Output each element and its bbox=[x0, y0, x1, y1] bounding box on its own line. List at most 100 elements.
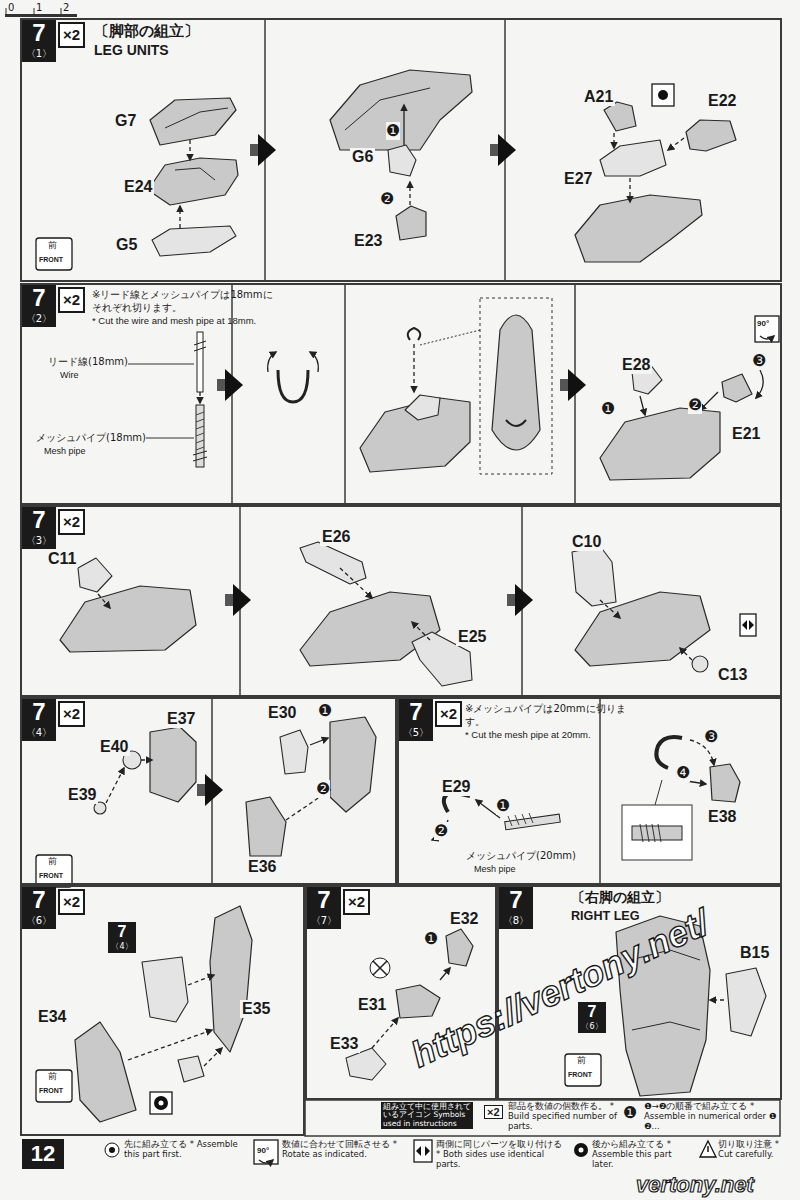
order-number: ❷ bbox=[316, 780, 330, 798]
step-number: 7 bbox=[22, 20, 56, 46]
quantity-icon: ×2 bbox=[484, 1105, 503, 1119]
part-label: E21 bbox=[730, 425, 762, 443]
legend-text: ❶→❷の順番で組み立てる * Assemble in numerical ord… bbox=[644, 1102, 778, 1131]
order-number: ❷ bbox=[434, 822, 448, 840]
step-title: 〔右脚の組立〕 bbox=[571, 890, 800, 906]
step-title-en: LEG UNITS bbox=[94, 42, 324, 58]
part-label: C10 bbox=[570, 533, 603, 551]
part-label: E27 bbox=[562, 170, 594, 188]
legend-text: 先に組み立てる * Assemble this part first. bbox=[124, 1140, 246, 1160]
page-number: 12 bbox=[22, 1139, 64, 1169]
order-number: ❸ bbox=[752, 352, 766, 370]
order-number: ❷ bbox=[688, 396, 702, 414]
part-label: E39 bbox=[66, 786, 98, 804]
part-label: E32 bbox=[448, 910, 480, 928]
substep-number: 〈7〉 bbox=[307, 913, 341, 929]
part-label: E34 bbox=[36, 1008, 68, 1026]
part-label: C13 bbox=[716, 666, 749, 684]
order-number: ❸ bbox=[704, 728, 718, 746]
subassembly-substep: 〈6〉 bbox=[578, 1021, 606, 1033]
cut-note-en: * Cut the mesh pipe at 20mm. bbox=[465, 729, 635, 741]
front-icon-label: FRONT bbox=[39, 256, 63, 263]
part-label: E35 bbox=[240, 1000, 272, 1018]
dimension-label: メッシュパイプ(20mm) bbox=[466, 850, 576, 861]
quantity-icon: ×2 bbox=[435, 701, 462, 727]
part-label: E33 bbox=[328, 1035, 360, 1053]
order-number: ❶ bbox=[601, 400, 615, 418]
part-label: G5 bbox=[114, 236, 139, 254]
part-label: E30 bbox=[266, 704, 298, 722]
legend-text: 後から組み立てる * Assemble this part later. bbox=[592, 1140, 686, 1169]
substep-number: 〈5〉 bbox=[399, 725, 433, 741]
part-label: E28 bbox=[620, 356, 652, 374]
part-label: E22 bbox=[706, 92, 738, 110]
legend-text: 数値に合わせて回転させる * Rotate as indicated. bbox=[282, 1140, 406, 1160]
step-number: 7 bbox=[22, 507, 56, 533]
legend-text: 両側に同じパーツを取り付ける * Both sides use identica… bbox=[436, 1140, 564, 1169]
order-number: ❶ bbox=[424, 930, 438, 948]
cut-note: ※メッシュパイプは20mmに切ります。 bbox=[465, 703, 635, 728]
step-number: 7 bbox=[22, 699, 56, 725]
quantity-icon: ×2 bbox=[58, 889, 85, 915]
part-label: E24 bbox=[122, 178, 154, 196]
subassembly-step: 7 bbox=[578, 1002, 606, 1021]
part-label: E37 bbox=[165, 710, 197, 728]
step-number: 7 bbox=[307, 887, 341, 913]
front-icon-label: 前 bbox=[48, 241, 57, 251]
part-label: E26 bbox=[320, 528, 352, 546]
substep-number: 〈6〉 bbox=[22, 913, 56, 929]
front-icon-label: FRONT bbox=[568, 1071, 592, 1078]
legend-text: 切り取り注意 * Cut carefully. bbox=[718, 1140, 780, 1160]
step-title: 〔脚部の組立〕 bbox=[94, 23, 324, 40]
cut-note-en: * Cut the wire and mesh pipe at 18mm. bbox=[92, 315, 274, 327]
rotate-angle: 90° bbox=[257, 1146, 269, 1155]
watermark: vertony.net bbox=[636, 1172, 754, 1198]
order-number: ❹ bbox=[676, 764, 690, 782]
substep-number: 〈3〉 bbox=[22, 533, 56, 549]
dimension-label: Mesh pipe bbox=[474, 864, 516, 874]
dimension-label: Wire bbox=[60, 370, 79, 380]
part-label: C11 bbox=[46, 550, 78, 568]
legend-text: 部品を数値の個数作る。 * Build specified number of … bbox=[508, 1102, 618, 1131]
part-label: E29 bbox=[440, 778, 472, 796]
front-icon-label: FRONT bbox=[39, 872, 63, 879]
quantity-icon: ×2 bbox=[58, 509, 85, 535]
order-number: ❶ bbox=[386, 122, 400, 140]
step-number: 7 bbox=[22, 887, 56, 913]
step-panel: 7×2〈3〉 bbox=[20, 505, 782, 697]
dimension-label: メッシュパイプ(18mm) bbox=[36, 432, 146, 443]
part-label: G6 bbox=[350, 148, 375, 166]
cut-note: ※リード線とメッシュパイプは18mmにそれぞれ切ります。 bbox=[92, 289, 274, 314]
part-label: A21 bbox=[582, 88, 615, 106]
step-number: 7 bbox=[22, 285, 56, 311]
quantity-icon: ×2 bbox=[58, 22, 85, 48]
front-icon-label: FRONT bbox=[39, 1087, 63, 1094]
part-label: E36 bbox=[246, 858, 278, 876]
order-number: ❶ bbox=[496, 797, 510, 815]
order-number: ❶ bbox=[623, 1104, 637, 1122]
ruler-number: 1 bbox=[36, 2, 42, 13]
order-number: ❷ bbox=[380, 190, 394, 208]
part-label: G7 bbox=[113, 112, 138, 130]
dimension-label: Mesh pipe bbox=[44, 446, 86, 456]
rotate-angle: 90° bbox=[757, 319, 769, 328]
part-label: E31 bbox=[356, 996, 388, 1014]
step-number: 7 bbox=[399, 699, 433, 725]
legend-heading: 組み立て中に使用されているアイコン Symbols used in instru… bbox=[381, 1102, 473, 1129]
substep-number: 〈8〉 bbox=[499, 913, 533, 929]
step-number: 7 bbox=[499, 887, 533, 913]
order-number: ❶ bbox=[318, 702, 332, 720]
quantity-icon: ×2 bbox=[58, 701, 85, 727]
ruler-number: 2 bbox=[63, 2, 69, 13]
part-label: E38 bbox=[706, 808, 738, 826]
substep-number: 〈2〉 bbox=[22, 311, 56, 327]
quantity-icon: ×2 bbox=[343, 889, 370, 915]
ruler-number: 0 bbox=[8, 2, 14, 13]
part-label: E23 bbox=[352, 232, 384, 250]
front-icon-label: 前 bbox=[577, 1056, 586, 1066]
part-label: E25 bbox=[456, 628, 488, 646]
substep-number: 〈4〉 bbox=[22, 725, 56, 741]
front-icon-label: 前 bbox=[48, 1072, 57, 1082]
